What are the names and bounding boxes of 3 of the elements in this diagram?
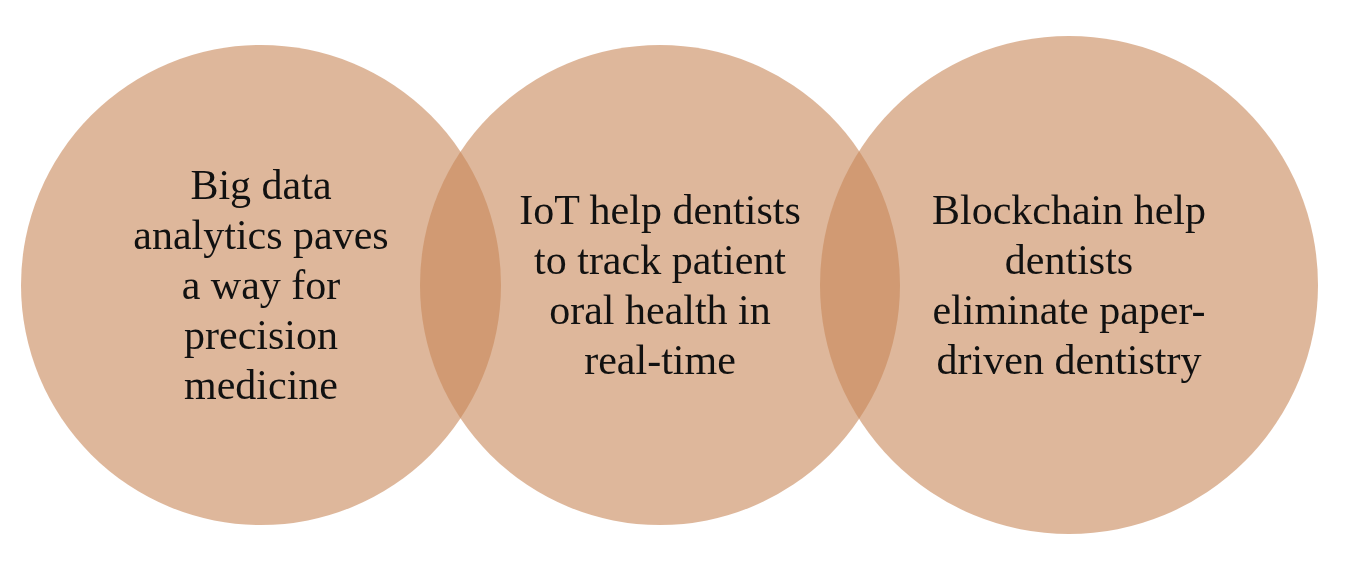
circle-text: Big data analytics paves a way for precision medicine: [132, 161, 390, 410]
circle-text: IoT help dentists to track patient oral health in real-time: [518, 186, 802, 385]
circle-text: Blockchain help dentists eliminate paper-driven dentistry: [931, 186, 1207, 385]
